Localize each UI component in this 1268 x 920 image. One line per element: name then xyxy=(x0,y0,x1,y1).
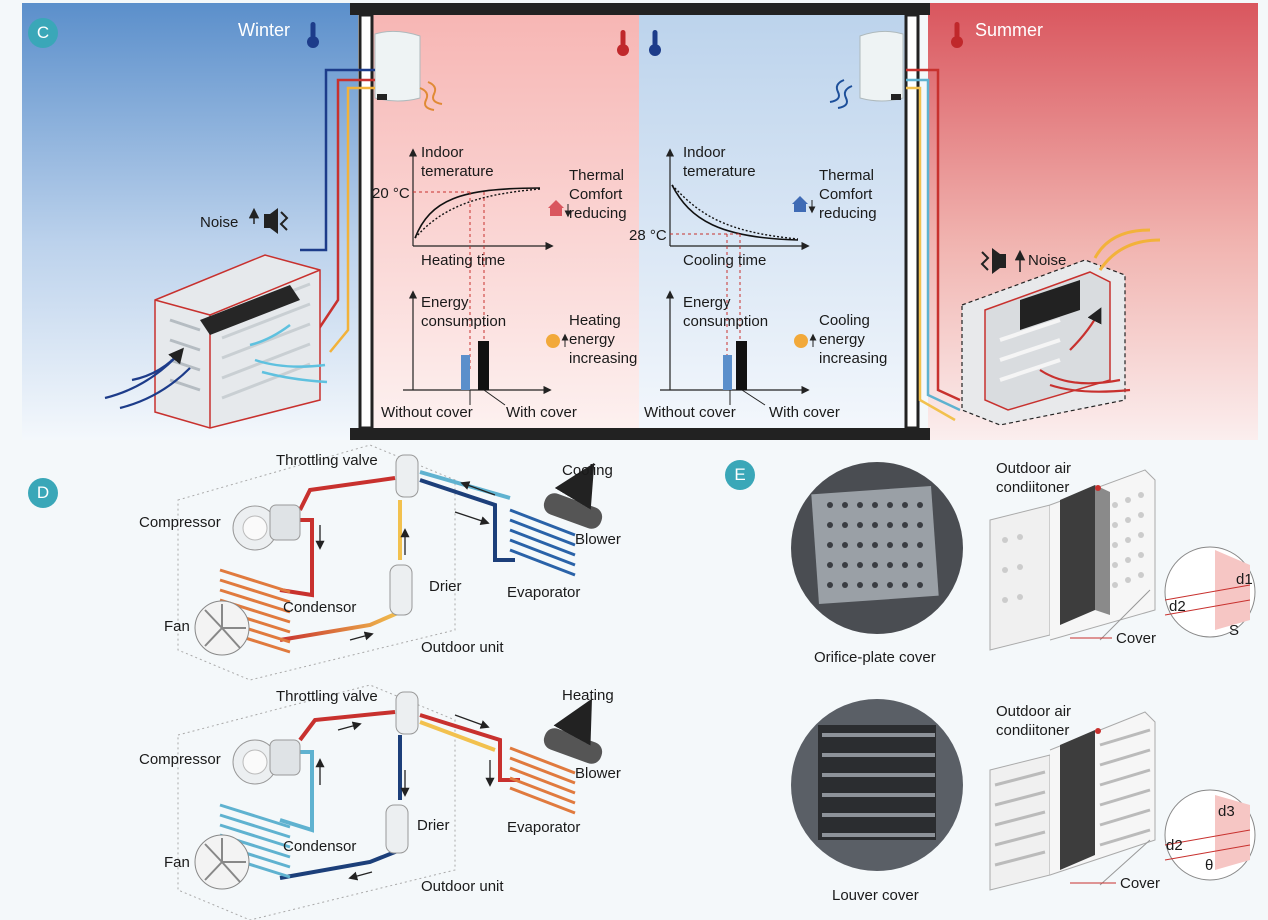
thermometer-icon xyxy=(649,30,661,56)
noise-icon xyxy=(980,248,1026,274)
cooling-evaporator-label: Evaporator xyxy=(507,584,581,601)
cooling-x-label: Cooling time xyxy=(683,252,767,269)
noise-label-left: Noise xyxy=(200,214,239,231)
heating-drier-label: Drier xyxy=(417,817,450,834)
bar-without-cover xyxy=(723,355,732,390)
orifice-cover-diagram xyxy=(989,469,1256,651)
outdoor-unit-winter xyxy=(104,254,328,429)
heating-energy-effect: Heating energy increasing xyxy=(569,312,638,367)
refrigerant-pipes-left xyxy=(300,68,375,353)
louver-outdoor-ac-label: Outdoor air condiitoner xyxy=(996,703,1072,739)
louver-cover-diagram xyxy=(989,711,1256,891)
heating-x-label: Heating time xyxy=(421,252,506,269)
heating-energy-chart xyxy=(403,290,552,406)
cooling-condensor-label: Condensor xyxy=(283,599,357,616)
summer-label: Summer xyxy=(975,20,1044,40)
cooling-compressor-label: Compressor xyxy=(139,514,221,531)
winter-label: Winter xyxy=(238,20,291,40)
thermometer-icon xyxy=(307,22,319,48)
louver-cover-label: Cover xyxy=(1120,875,1161,892)
indoor-unit-right xyxy=(829,30,904,109)
cooling-fan-label: Fan xyxy=(164,618,190,635)
orifice-outdoor-ac-label: Outdoor air condiitoner xyxy=(996,460,1072,496)
thermometer-icon xyxy=(617,30,629,56)
cooling-energy-chart xyxy=(660,290,810,406)
heating-blower-label: Blower xyxy=(575,765,621,782)
cooling-comfort-effect: Thermal Comfort reducing xyxy=(819,167,877,222)
heating-without-cover-label: Without cover xyxy=(381,404,473,421)
heating-mode-label: Heating xyxy=(562,687,614,704)
heating-evaporator-label: Evaporator xyxy=(507,819,581,836)
louver-theta-label: θ xyxy=(1205,857,1214,874)
cooling-y-label: Indoor temerature xyxy=(683,144,756,180)
noise-icon xyxy=(248,207,289,234)
louver-d2-label: d2 xyxy=(1166,837,1183,854)
heating-fan-label: Fan xyxy=(164,854,190,871)
heating-with-cover-label: With cover xyxy=(506,404,577,421)
panel-e-badge: E xyxy=(725,460,755,490)
cooling-energy-effect: Cooling energy increasing xyxy=(819,312,888,367)
cooling-with-cover-label: With cover xyxy=(769,404,840,421)
refrigerant-pipes-right xyxy=(906,68,961,422)
cooling-temperature-chart xyxy=(665,148,810,355)
orifice-cover-label: Cover xyxy=(1116,630,1157,647)
bar-with-cover xyxy=(736,341,747,390)
orifice-d2-label: d2 xyxy=(1169,598,1186,615)
house-down-icon xyxy=(548,200,572,218)
energy-up-icon xyxy=(546,333,569,348)
heating-temperature-chart xyxy=(408,148,554,370)
bar-without-cover xyxy=(461,355,470,390)
thermometer-icon xyxy=(951,22,963,48)
house-down-icon xyxy=(792,196,816,214)
louver-photo xyxy=(791,699,963,871)
indoor-unit-left xyxy=(374,30,443,111)
cooling-mode-label: Cooling xyxy=(562,462,613,479)
cooling-energy-y-label: Energy consumption xyxy=(683,294,769,330)
heating-condensor-label: Condensor xyxy=(283,838,357,855)
cooling-drier-label: Drier xyxy=(429,578,462,595)
noise-label-right: Noise xyxy=(1028,252,1067,269)
orifice-photo xyxy=(791,462,963,634)
room-frame xyxy=(350,3,930,440)
panel-d-badge: D xyxy=(28,478,58,508)
cooling-temp-label: 28 °C xyxy=(629,227,667,244)
cooling-throttling-valve-label: Throttling valve xyxy=(276,452,378,469)
heating-energy-y-label: Energy consumption xyxy=(421,294,507,330)
louver-photo-caption: Louver cover xyxy=(832,887,919,904)
energy-up-icon xyxy=(794,333,817,348)
heating-outdoor-unit-label: Outdoor unit xyxy=(421,878,504,895)
outdoor-unit-summer xyxy=(961,228,1161,426)
orifice-photo-caption: Orifice-plate cover xyxy=(814,649,936,666)
bar-with-cover xyxy=(478,341,489,390)
louver-d3-label: d3 xyxy=(1218,803,1235,820)
cooling-outdoor-unit-label: Outdoor unit xyxy=(421,639,504,656)
cooling-blower-label: Blower xyxy=(575,531,621,548)
heating-throttling-valve-label: Throttling valve xyxy=(276,688,378,705)
heating-comfort-effect: Thermal Comfort reducing xyxy=(569,167,627,222)
cooling-without-cover-label: Without cover xyxy=(644,404,736,421)
heating-temp-label: 20 °C xyxy=(372,185,410,202)
orifice-s-label: S xyxy=(1229,622,1240,639)
panel-c-badge: C xyxy=(28,18,58,48)
orifice-d1-label: d1 xyxy=(1236,571,1253,588)
heating-y-label: Indoor temerature xyxy=(421,144,494,180)
heating-cycle-diagram xyxy=(177,684,603,920)
heating-compressor-label: Compressor xyxy=(139,751,221,768)
cooling-cycle-diagram xyxy=(177,444,603,681)
